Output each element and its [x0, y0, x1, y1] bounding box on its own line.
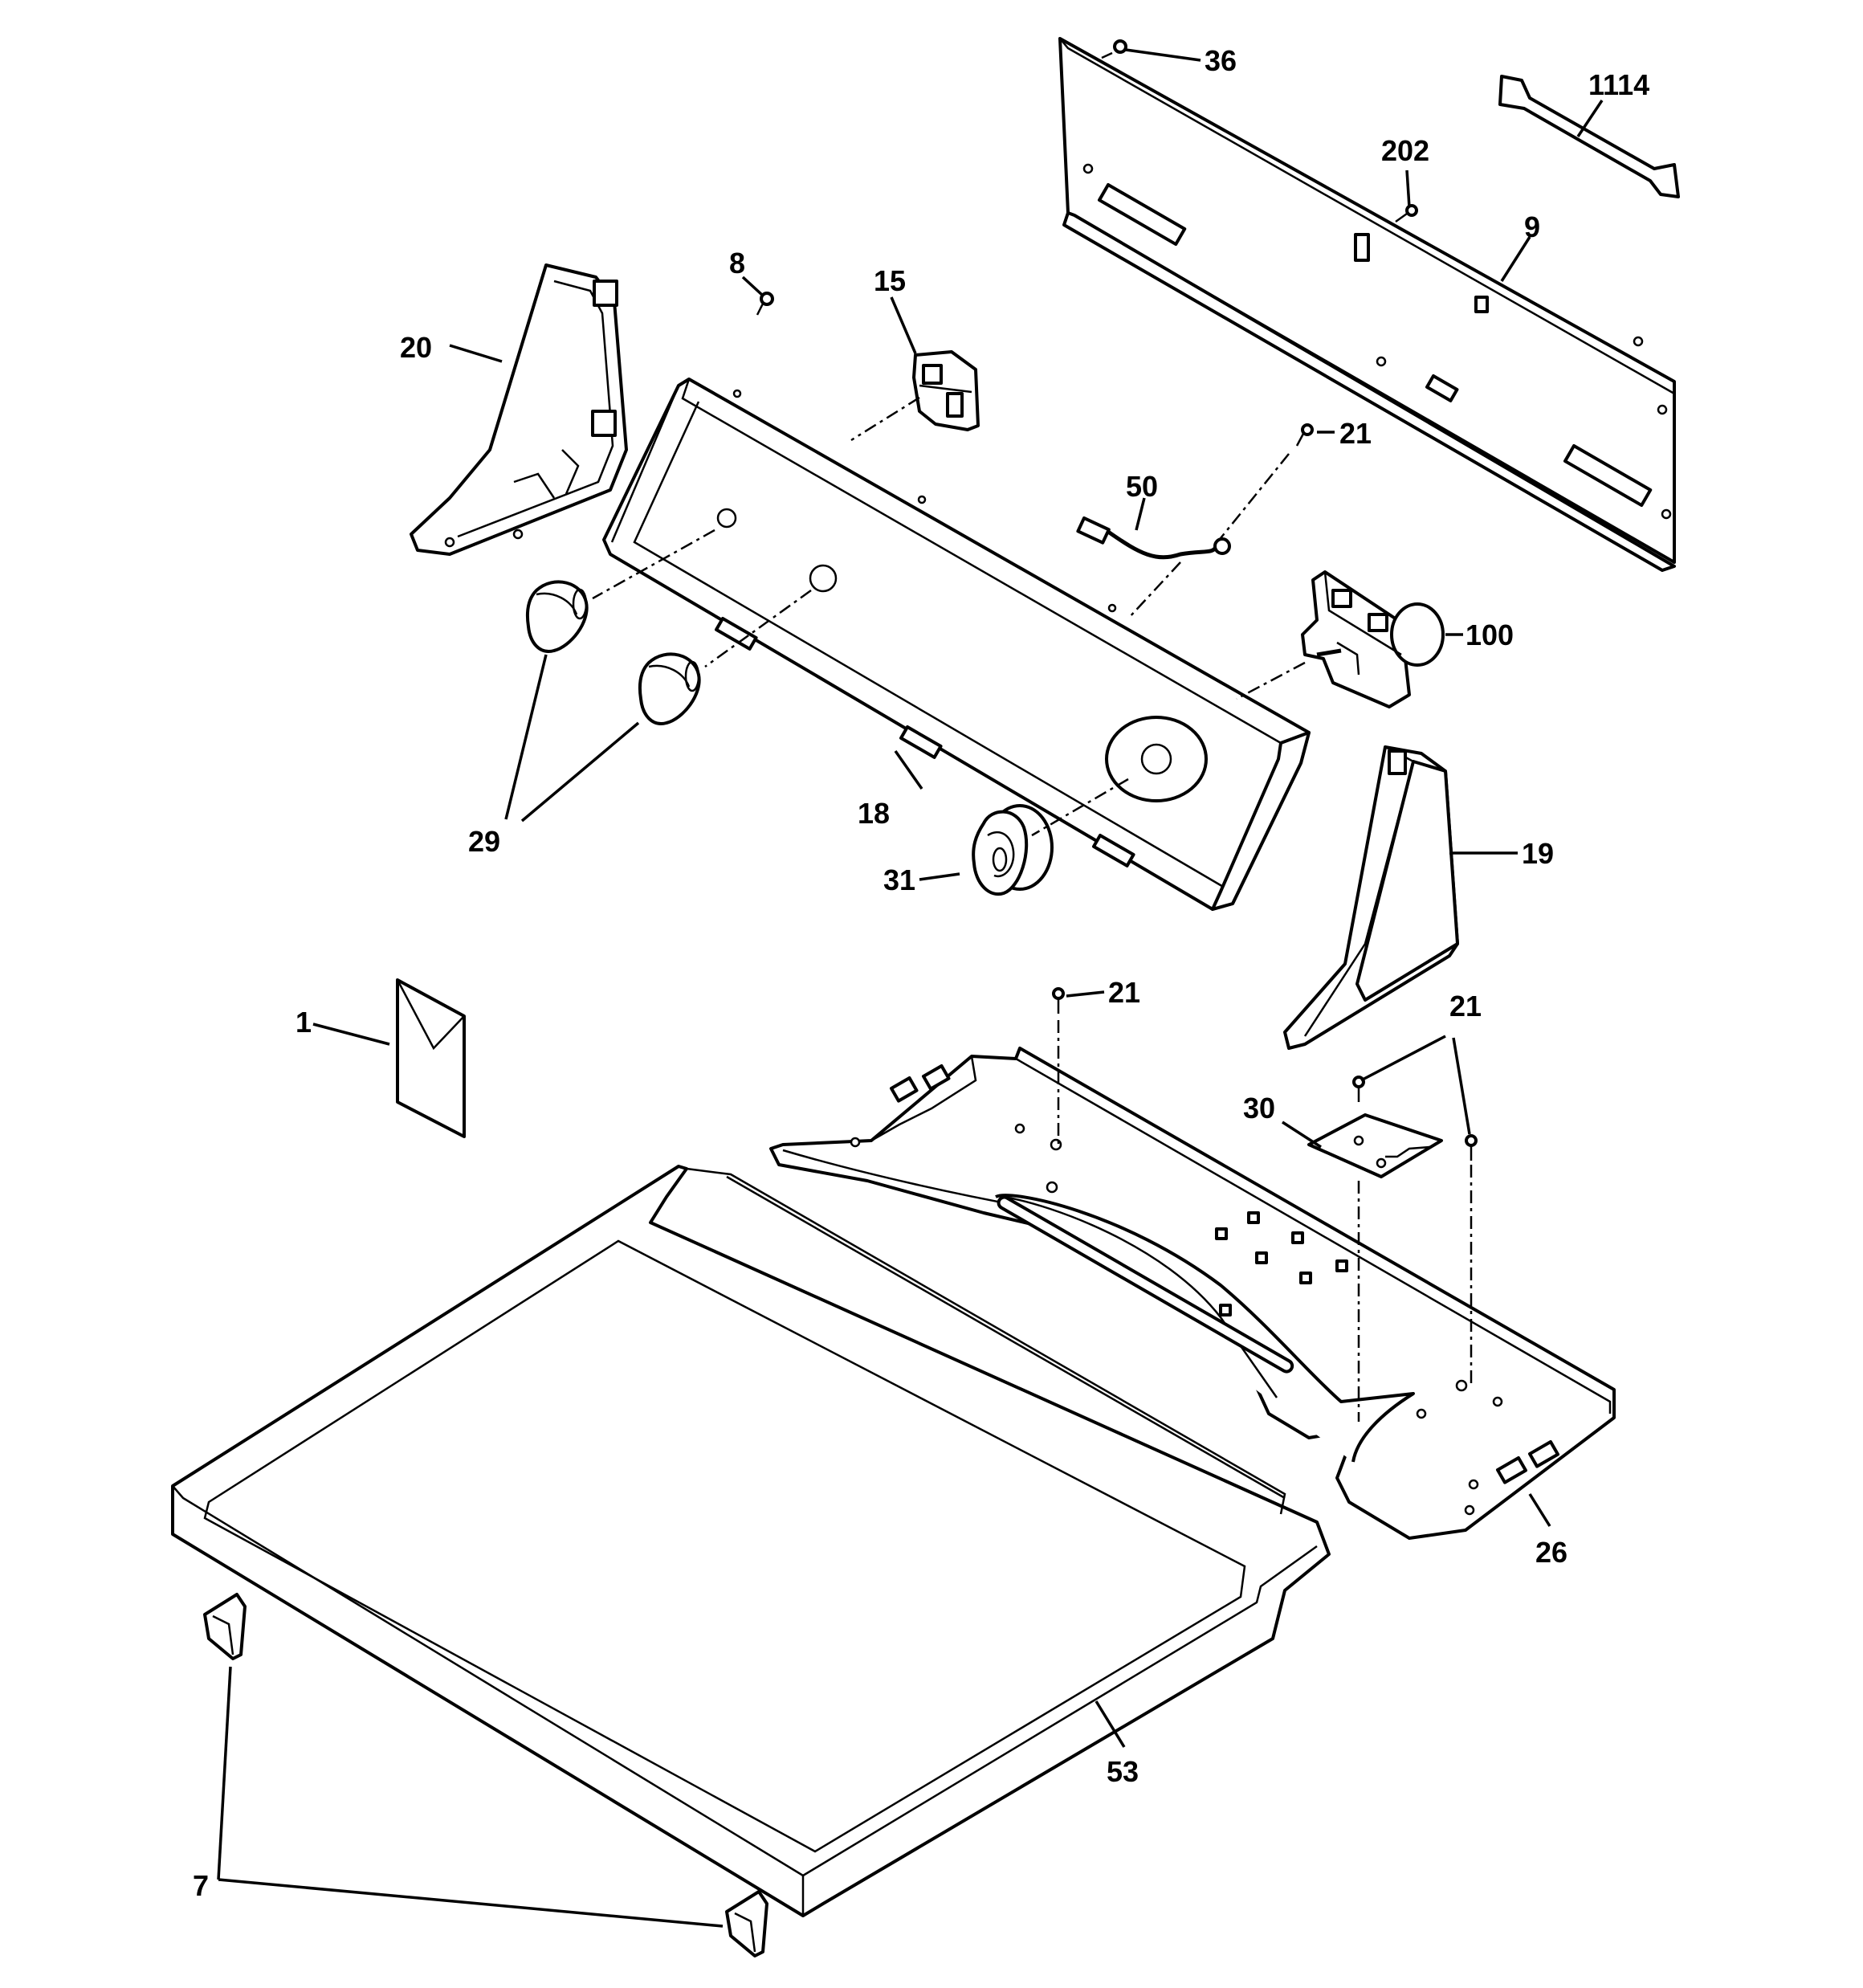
part-202-screw — [1395, 204, 1418, 223]
callout-8: 8 — [729, 247, 745, 280]
part-30-bracket-plate — [1307, 1113, 1443, 1178]
callout-202: 202 — [1381, 134, 1429, 167]
callout-19: 19 — [1522, 837, 1554, 870]
callout-31: 31 — [883, 863, 915, 896]
callout-21-top: 21 — [1339, 417, 1372, 450]
callout-1: 1 — [296, 1006, 312, 1039]
callout-21-frame: 21 — [1108, 976, 1140, 1009]
part-53-top-lid — [171, 1165, 1331, 1917]
callout-7: 7 — [193, 1869, 209, 1902]
part-8-screw — [756, 292, 774, 316]
leader-lines — [217, 48, 1604, 1928]
part-1-literature-envelope — [396, 978, 466, 1138]
part-15-switch — [912, 350, 980, 431]
part-36-screw — [1101, 39, 1127, 59]
part-19-right-endcap — [1283, 745, 1459, 1050]
callout-30: 30 — [1243, 1092, 1275, 1125]
callout-20: 20 — [400, 331, 432, 364]
part-21-screw-frame-left — [1052, 987, 1065, 1014]
part-1114-bracket — [1498, 75, 1680, 198]
callout-100: 100 — [1466, 618, 1514, 651]
part-26-top-frame — [769, 1047, 1616, 1540]
part-9-rear-panel — [1058, 37, 1676, 572]
control-panel-console — [602, 378, 1311, 911]
callout-15: 15 — [874, 264, 906, 297]
callout-53: 53 — [1107, 1755, 1139, 1788]
part-7-clip-left — [203, 1593, 247, 1660]
part-21-screw-upper — [1295, 423, 1314, 447]
callout-9: 9 — [1524, 210, 1540, 243]
callout-21-right: 21 — [1449, 990, 1482, 1023]
part-7-clip-right — [725, 1890, 768, 1957]
callout-36: 36 — [1205, 44, 1237, 77]
assembly-dashed-lines — [592, 396, 1473, 1422]
part-20-left-endcap — [410, 263, 628, 556]
part-21-screw-frame-right — [1465, 1134, 1478, 1161]
part-100-timer — [1301, 570, 1445, 708]
part-50-wire-harness — [1076, 516, 1231, 560]
callout-26: 26 — [1535, 1536, 1567, 1569]
part-29-knob-upper — [525, 580, 589, 653]
callout-1114: 1114 — [1588, 68, 1649, 101]
callout-29: 29 — [468, 825, 500, 858]
callout-50: 50 — [1126, 470, 1158, 503]
callout-labels: 36 1114 202 9 8 15 20 21 50 100 18 29 31… — [193, 44, 1649, 1902]
part-29-knob-lower — [638, 652, 701, 725]
callout-18: 18 — [858, 797, 890, 830]
part-31-knob-timer — [972, 804, 1054, 896]
